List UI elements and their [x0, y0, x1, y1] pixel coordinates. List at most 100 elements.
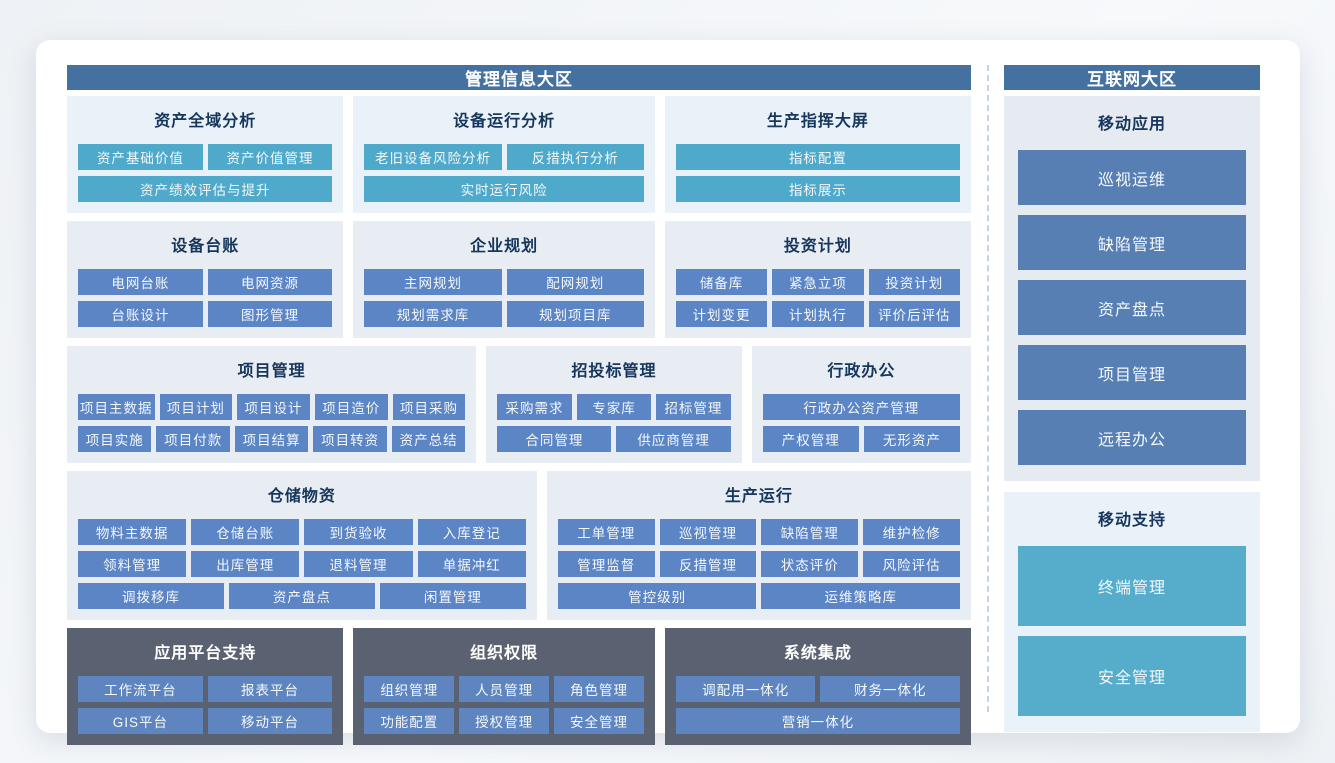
module-button[interactable]: 项目主数据	[78, 394, 155, 420]
module-button[interactable]: 缺陷管理	[1018, 215, 1246, 270]
module-button[interactable]: 终端管理	[1018, 546, 1246, 626]
module-button-row: 组织管理人员管理角色管理	[364, 676, 644, 702]
module-button[interactable]: 反措管理	[659, 551, 757, 577]
module-button[interactable]: 项目转资	[313, 426, 387, 452]
module-button[interactable]: 项目付款	[156, 426, 230, 452]
module-button[interactable]: 工单管理	[557, 519, 655, 545]
module-button[interactable]: 采购需求	[497, 394, 572, 420]
module-button-row: 台账设计图形管理	[78, 301, 333, 327]
module-button[interactable]: 出库管理	[191, 551, 300, 577]
module-button[interactable]: 计划执行	[772, 301, 864, 327]
module-button[interactable]: 指标配置	[675, 144, 960, 170]
module-button[interactable]: 资产绩效评估与提升	[78, 176, 333, 202]
module-button[interactable]: 领料管理	[78, 551, 187, 577]
module-button[interactable]: 产权管理	[762, 426, 859, 452]
module-button[interactable]: 项目设计	[237, 394, 310, 420]
module-button[interactable]: 专家库	[576, 394, 652, 420]
module-button[interactable]: 巡视管理	[659, 519, 757, 545]
module-button[interactable]: 资产盘点	[228, 583, 375, 609]
panel-title: 移动支持	[1097, 512, 1166, 529]
module-button-row: 资产绩效评估与提升	[78, 176, 333, 202]
module-button[interactable]: 安全管理	[1018, 636, 1246, 716]
module-button[interactable]: 运维策略库	[761, 583, 960, 609]
internet-rows: 移动应用巡视运维缺陷管理资产盘点项目管理远程办公 移动支持终端管理安全管理	[1004, 96, 1260, 732]
module-button[interactable]: 报表平台	[207, 676, 333, 702]
module-button[interactable]: 入库登记	[417, 519, 526, 545]
module-button[interactable]: 物料主数据	[78, 519, 187, 545]
module-button[interactable]: 授权管理	[459, 708, 550, 734]
module-button[interactable]: 管控级别	[557, 583, 757, 609]
module-button[interactable]: 图形管理	[207, 301, 333, 327]
module-button-row: 采购需求专家库招标管理	[497, 394, 731, 420]
module-button[interactable]: 退料管理	[304, 551, 413, 577]
module-button[interactable]: 管理监督	[557, 551, 655, 577]
module-button[interactable]: 实时运行风险	[364, 176, 644, 202]
module-button[interactable]: 项目管理	[1018, 345, 1246, 400]
module-button[interactable]: 远程办公	[1018, 410, 1246, 465]
module-button[interactable]: 招标管理	[656, 394, 731, 420]
module-button[interactable]: 投资计划	[868, 269, 960, 295]
module-button[interactable]: 紧急立项	[772, 269, 864, 295]
module-button[interactable]: 电网资源	[207, 269, 333, 295]
module-button[interactable]: 无形资产	[863, 426, 961, 452]
module-button[interactable]: 安全管理	[554, 708, 644, 734]
module-button[interactable]: 移动平台	[207, 708, 333, 734]
module-button[interactable]: 维护检修	[863, 519, 960, 545]
zone-internet: 互联网大区 移动应用巡视运维缺陷管理资产盘点项目管理远程办公 移动支持终端管理安…	[1004, 65, 1260, 732]
module-button[interactable]: 闲置管理	[379, 583, 526, 609]
module-button[interactable]: 计划变更	[675, 301, 768, 327]
module-button[interactable]: 项目结算	[234, 426, 309, 452]
management-rows: 资产全域分析资产基础价值资产价值管理资产绩效评估与提升 设备运行分析老旧设备风险…	[67, 96, 971, 745]
module-button[interactable]: 风险评估	[863, 551, 960, 577]
module-button[interactable]: 状态评价	[761, 551, 859, 577]
zone-divider	[971, 65, 1004, 712]
module-button[interactable]: 工作流平台	[78, 676, 203, 702]
module-button-row: 资产盘点	[1018, 280, 1246, 335]
module-button[interactable]: 单据冲红	[417, 551, 526, 577]
module-button[interactable]: 行政办公资产管理	[762, 394, 960, 420]
module-button[interactable]: 财务一体化	[820, 676, 960, 702]
module-button-row: 产权管理无形资产	[762, 426, 961, 452]
module-button[interactable]: GIS平台	[78, 708, 203, 734]
module-button-row: 合同管理供应商管理	[497, 426, 731, 452]
module-button[interactable]: 资产盘点	[1018, 280, 1246, 335]
module-button[interactable]: 资产价值管理	[207, 144, 333, 170]
module-button[interactable]: 角色管理	[554, 676, 644, 702]
module-button[interactable]: 缺陷管理	[761, 519, 859, 545]
module-button[interactable]: 资产总结	[391, 426, 466, 452]
module-button[interactable]: 配网规划	[506, 269, 644, 295]
module-button[interactable]: 合同管理	[497, 426, 612, 452]
module-button[interactable]: 指标展示	[675, 176, 960, 202]
module-button[interactable]: 规划项目库	[506, 301, 644, 327]
module-button[interactable]: 项目造价	[314, 394, 388, 420]
zone-internet-header: 互联网大区	[1004, 65, 1260, 90]
module-button[interactable]: 调拨移库	[78, 583, 224, 609]
module-button[interactable]: 组织管理	[364, 676, 455, 702]
module-button[interactable]: 营销一体化	[675, 708, 960, 734]
module-button[interactable]: 电网台账	[78, 269, 203, 295]
module-button[interactable]: 台账设计	[78, 301, 203, 327]
module-button[interactable]: 资产基础价值	[78, 144, 203, 170]
panel-organization-permission: 组织权限组织管理人员管理角色管理功能配置授权管理安全管理	[353, 628, 655, 745]
module-button[interactable]: 功能配置	[364, 708, 455, 734]
module-button[interactable]: 规划需求库	[364, 301, 502, 327]
module-button[interactable]: 项目实施	[78, 426, 152, 452]
module-button[interactable]: 项目采购	[392, 394, 466, 420]
module-button[interactable]: 评价后评估	[868, 301, 960, 327]
module-button[interactable]: 供应商管理	[616, 426, 731, 452]
module-button[interactable]: 主网规划	[364, 269, 502, 295]
module-button[interactable]: 到货验收	[304, 519, 413, 545]
module-button[interactable]: 仓储台账	[191, 519, 300, 545]
module-button[interactable]: 反措执行分析	[506, 144, 644, 170]
module-button-row: 工作流平台报表平台	[78, 676, 333, 702]
module-button[interactable]: 巡视运维	[1018, 150, 1246, 205]
module-button[interactable]: 调配用一体化	[675, 676, 816, 702]
module-button[interactable]: 储备库	[675, 269, 768, 295]
module-button[interactable]: 项目计划	[159, 394, 233, 420]
module-button[interactable]: 老旧设备风险分析	[364, 144, 502, 170]
module-button[interactable]: 人员管理	[459, 676, 550, 702]
module-button-row: 指标展示	[675, 176, 960, 202]
module-button-row: 行政办公资产管理	[762, 394, 960, 420]
panel-system-integration: 系统集成调配用一体化财务一体化营销一体化	[664, 628, 971, 745]
